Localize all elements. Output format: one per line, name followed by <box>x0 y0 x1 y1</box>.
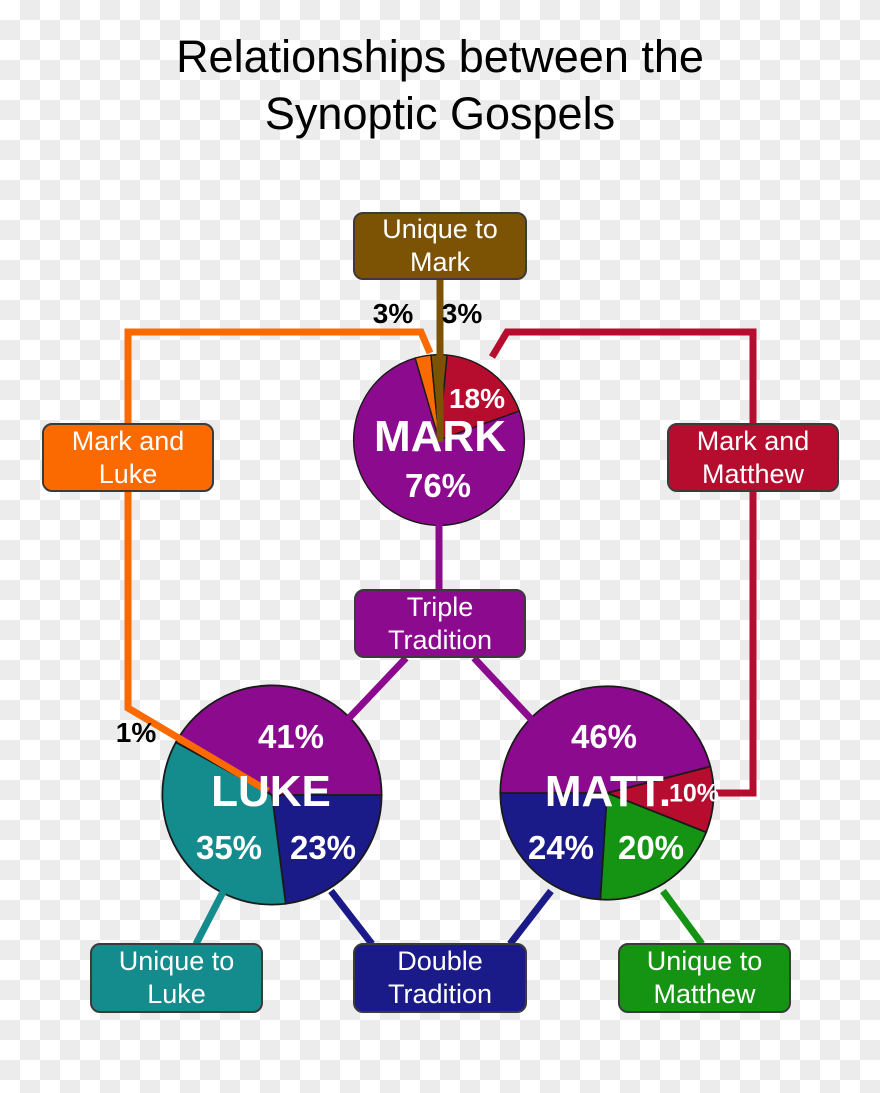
mark-crimson-percent-label: 18% <box>448 383 506 414</box>
mark-and-luke-label-line1: Mark and <box>71 425 185 456</box>
matthew-purple-percent-label: 46% <box>570 718 638 755</box>
unique-to-matthew-label-line1: Unique to <box>646 946 763 976</box>
triple-tradition-box: Triple Tradition <box>354 589 526 658</box>
mark-purple-percent-label: 76% <box>404 467 472 504</box>
triple-matthew-connector-line <box>471 655 550 739</box>
page-title: Relationships between the Synoptic Gospe… <box>0 28 880 142</box>
mark-pie-title: MARK <box>374 412 506 461</box>
unique-to-mark-box: Unique to Mark <box>353 212 527 280</box>
unique-to-luke-label-line1: Unique to <box>118 946 235 976</box>
luke-teal-percent-label: 35% <box>195 829 263 866</box>
matthew-navy-percent-label: 24% <box>527 829 595 866</box>
unique-to-matthew-label-line2: Matthew <box>653 979 756 1009</box>
double-tradition-box: Double Tradition <box>353 943 527 1013</box>
mark-and-luke-box: Mark and Luke <box>42 423 214 492</box>
matthew-pie-title: MATT. <box>544 767 672 816</box>
matthew-pie-chart <box>497 683 717 903</box>
triple-tradition-label-line2: Tradition <box>387 624 493 655</box>
unique-to-matthew-box: Unique to Matthew <box>618 943 791 1013</box>
unique-to-luke-box: Unique to Luke <box>90 943 263 1013</box>
unique-to-mark-label-line1: Unique to <box>382 214 498 244</box>
luke-purple-percent-label: 41% <box>257 718 325 755</box>
luke-navy-percent-label: 23% <box>289 829 357 866</box>
mark-and-matthew-label-line1: Mark and <box>696 425 810 456</box>
double-tradition-label-line2: Tradition <box>387 979 493 1009</box>
mark-and-luke-label-line2: Luke <box>98 458 158 489</box>
mark-luke-connector-line <box>124 328 434 795</box>
triple-luke-connector-line <box>329 655 409 739</box>
unique-luke-connector-line <box>192 886 229 946</box>
mark-brown-percent-label: 3% <box>441 298 483 329</box>
matthew-crimson-percent-label: 10% <box>668 779 720 808</box>
double-tradition-label-line1: Double <box>397 946 483 976</box>
matthew-pie-slice-green <box>599 792 708 901</box>
triple-tradition-label-line1: Triple <box>406 591 474 622</box>
luke-pie-slice-teal <box>161 741 287 906</box>
page-title-line1: Relationships between the <box>176 31 704 82</box>
luke-orange-percent-label: 1% <box>115 717 157 748</box>
unique-matthew-connector-line <box>660 888 705 947</box>
mark-and-matthew-label-line2: Matthew <box>701 458 805 489</box>
mark-matthew-connector-line <box>488 328 757 797</box>
unique-to-luke-label-line2: Luke <box>147 979 206 1009</box>
luke-pie-chart <box>159 682 385 908</box>
luke-pie-title: LUKE <box>211 767 331 816</box>
unique-to-mark-label-line2: Mark <box>410 247 470 277</box>
mark-and-matthew-box: Mark and Matthew <box>667 423 839 492</box>
matthew-double-connector-line <box>507 888 554 947</box>
matthew-pie-slice-purple <box>499 685 712 794</box>
luke-pie-slice-navy <box>271 794 383 905</box>
mark-pie-slice-crimson <box>438 354 521 441</box>
page-title-line2: Synoptic Gospels <box>264 88 616 139</box>
matthew-pie-slice-navy <box>499 792 608 901</box>
mark-orange-percent-label: 3% <box>372 298 414 329</box>
luke-double-connector-line <box>328 888 375 947</box>
matthew-green-percent-label: 20% <box>617 829 685 866</box>
